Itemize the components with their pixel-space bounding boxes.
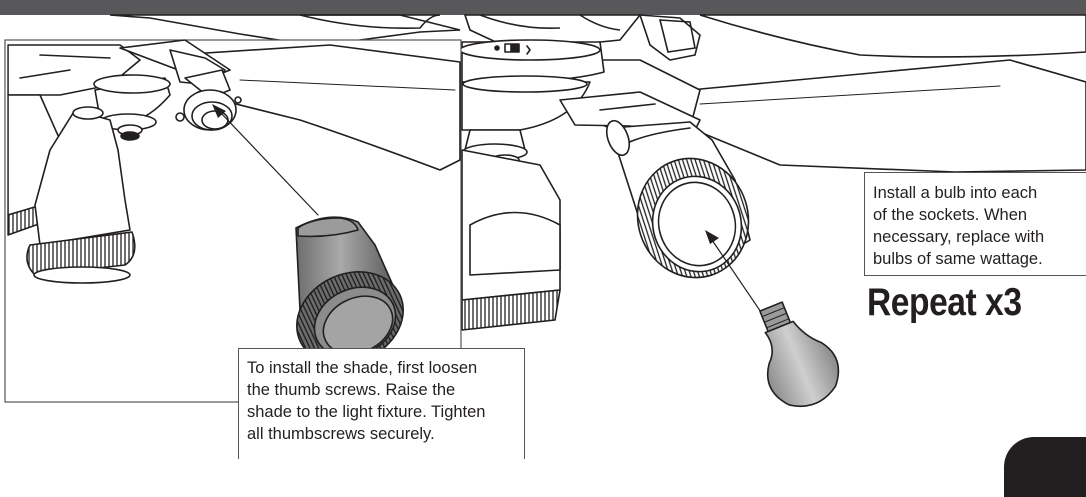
bulb-instruction-callout: Install a bulb into each of the sockets.…	[864, 172, 1086, 276]
bulb-instruction-line: necessary, replace with	[873, 228, 1045, 246]
left-panel-art	[8, 40, 460, 381]
light-bulb	[759, 301, 840, 407]
fan-body-top	[109, 14, 1086, 61]
bulb-instruction-line: Install a bulb into each	[873, 184, 1038, 202]
page-corner-tab	[1004, 437, 1086, 497]
bulb-instruction-line: of the sockets. When	[873, 206, 1028, 224]
bulb-instruction-line: bulbs of same wattage.	[873, 250, 1043, 268]
fan-light-illustration	[4, 14, 1086, 407]
header-bar	[0, 0, 1086, 15]
repeat-label: Repeat x3	[867, 281, 1022, 324]
right-panel-art	[459, 39, 1086, 407]
glass-shade	[282, 217, 419, 381]
shade-instruction-line: To install the shade, first loosen	[247, 359, 478, 377]
shade-instruction-line: the thumb screws. Raise the	[247, 381, 456, 399]
shade-instruction-line: all thumbscrews securely.	[247, 425, 435, 443]
shade-instruction-callout: To install the shade, first loosen the t…	[238, 348, 525, 459]
shade-instruction-line: shade to the light fixture. Tighten	[247, 403, 486, 421]
